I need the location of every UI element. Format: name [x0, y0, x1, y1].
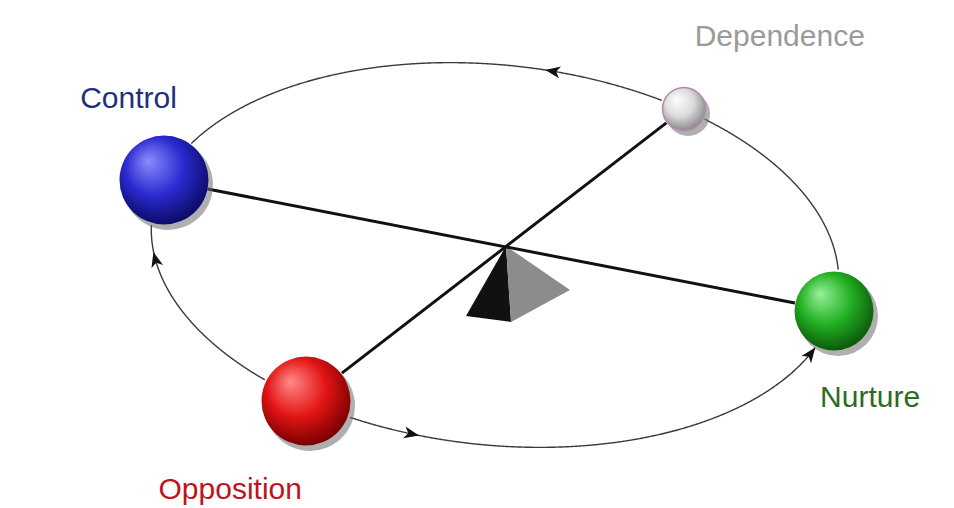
arrowhead	[403, 427, 419, 439]
node-label: Control	[80, 81, 177, 114]
connector	[191, 63, 661, 144]
connector	[705, 119, 838, 269]
sphere-shape	[662, 87, 706, 131]
sphere-node: Nurture	[794, 271, 874, 351]
node-label: Opposition	[159, 472, 302, 505]
orbit-arc	[350, 348, 815, 448]
sphere-shape	[119, 135, 209, 225]
node-label: Nurture	[820, 380, 920, 413]
sphere-ball	[262, 356, 351, 445]
connector	[342, 123, 666, 373]
node-label: Dependence	[695, 19, 865, 52]
sphere-shape	[794, 271, 874, 351]
sphere-node: Control	[119, 135, 209, 225]
connector	[350, 348, 815, 448]
lever-line	[208, 189, 795, 303]
sphere-ball	[119, 136, 208, 225]
sphere-ball	[795, 271, 874, 350]
arrowhead	[545, 67, 561, 79]
arrowhead	[151, 252, 163, 268]
orbit-arc	[705, 119, 838, 269]
orbit-arc	[191, 63, 661, 144]
arrowhead	[801, 348, 815, 364]
sphere-node: Dependence	[662, 87, 706, 131]
sphere-shape	[261, 356, 351, 446]
pyramid-dark-face	[466, 246, 511, 322]
connector	[208, 189, 795, 303]
sphere-node: Opposition	[261, 356, 351, 446]
sphere-ball	[662, 88, 705, 131]
lever-line	[342, 123, 666, 373]
connector	[151, 225, 264, 380]
orbit-arc	[151, 225, 264, 380]
